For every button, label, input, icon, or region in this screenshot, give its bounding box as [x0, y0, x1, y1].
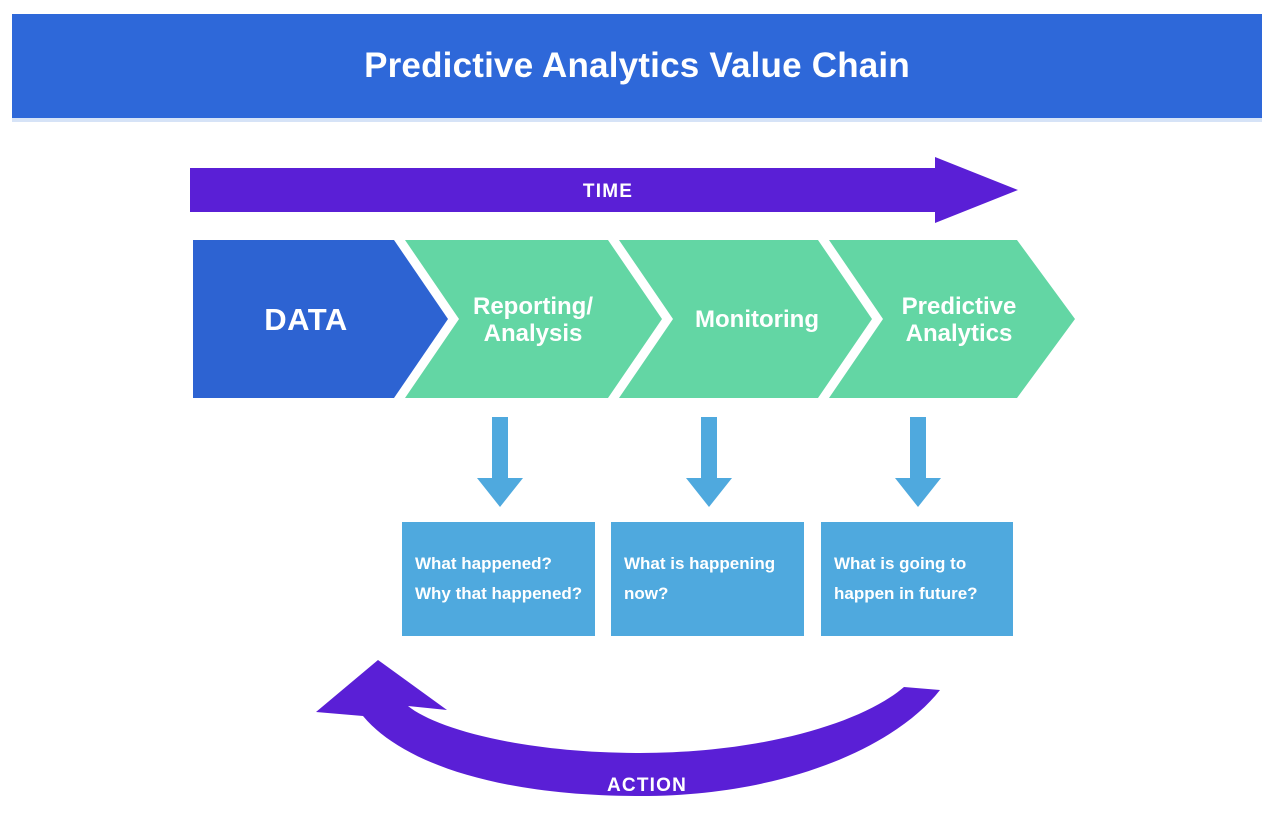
stage-label-reporting-line2: Analysis [484, 320, 583, 347]
stage-chevron-predictive [829, 240, 1075, 398]
stage-label-monitoring: Monitoring [695, 306, 819, 333]
down-arrow-icon-2 [686, 417, 732, 507]
stage-label-predictive-line1: Predictive [902, 293, 1017, 320]
stage-label-data: DATA [264, 302, 348, 337]
question-line: happen in future? [834, 584, 978, 603]
question-box-monitoring: What is happening now? [611, 522, 804, 636]
stage-chevron-data [193, 240, 448, 398]
title-banner: Predictive Analytics Value Chain [12, 14, 1262, 118]
question-box-reporting: What happened? Why that happened? [402, 522, 595, 636]
down-arrow-icon-3 [895, 417, 941, 507]
stage-chevron-monitoring [619, 240, 872, 398]
question-line: now? [624, 584, 669, 603]
question-box-predictive: What is going to happen in future? [821, 522, 1013, 636]
question-line: What is going to [834, 554, 967, 574]
action-arrow-label: ACTION [607, 775, 687, 796]
stage-chevron-reporting [405, 240, 662, 398]
time-arrow-label: TIME [583, 181, 633, 202]
question-line: What happened? [415, 554, 552, 574]
stage-label-reporting-line1: Reporting/ [473, 293, 593, 320]
action-arrow-icon [316, 660, 940, 796]
page-title: Predictive Analytics Value Chain [364, 46, 910, 85]
stage-label-predictive-line2: Analytics [906, 320, 1013, 347]
question-line: Why that happened? [415, 584, 583, 603]
time-arrow-icon [190, 157, 1018, 223]
down-arrow-icon-1 [477, 417, 523, 507]
question-line: What is happening [624, 554, 776, 574]
